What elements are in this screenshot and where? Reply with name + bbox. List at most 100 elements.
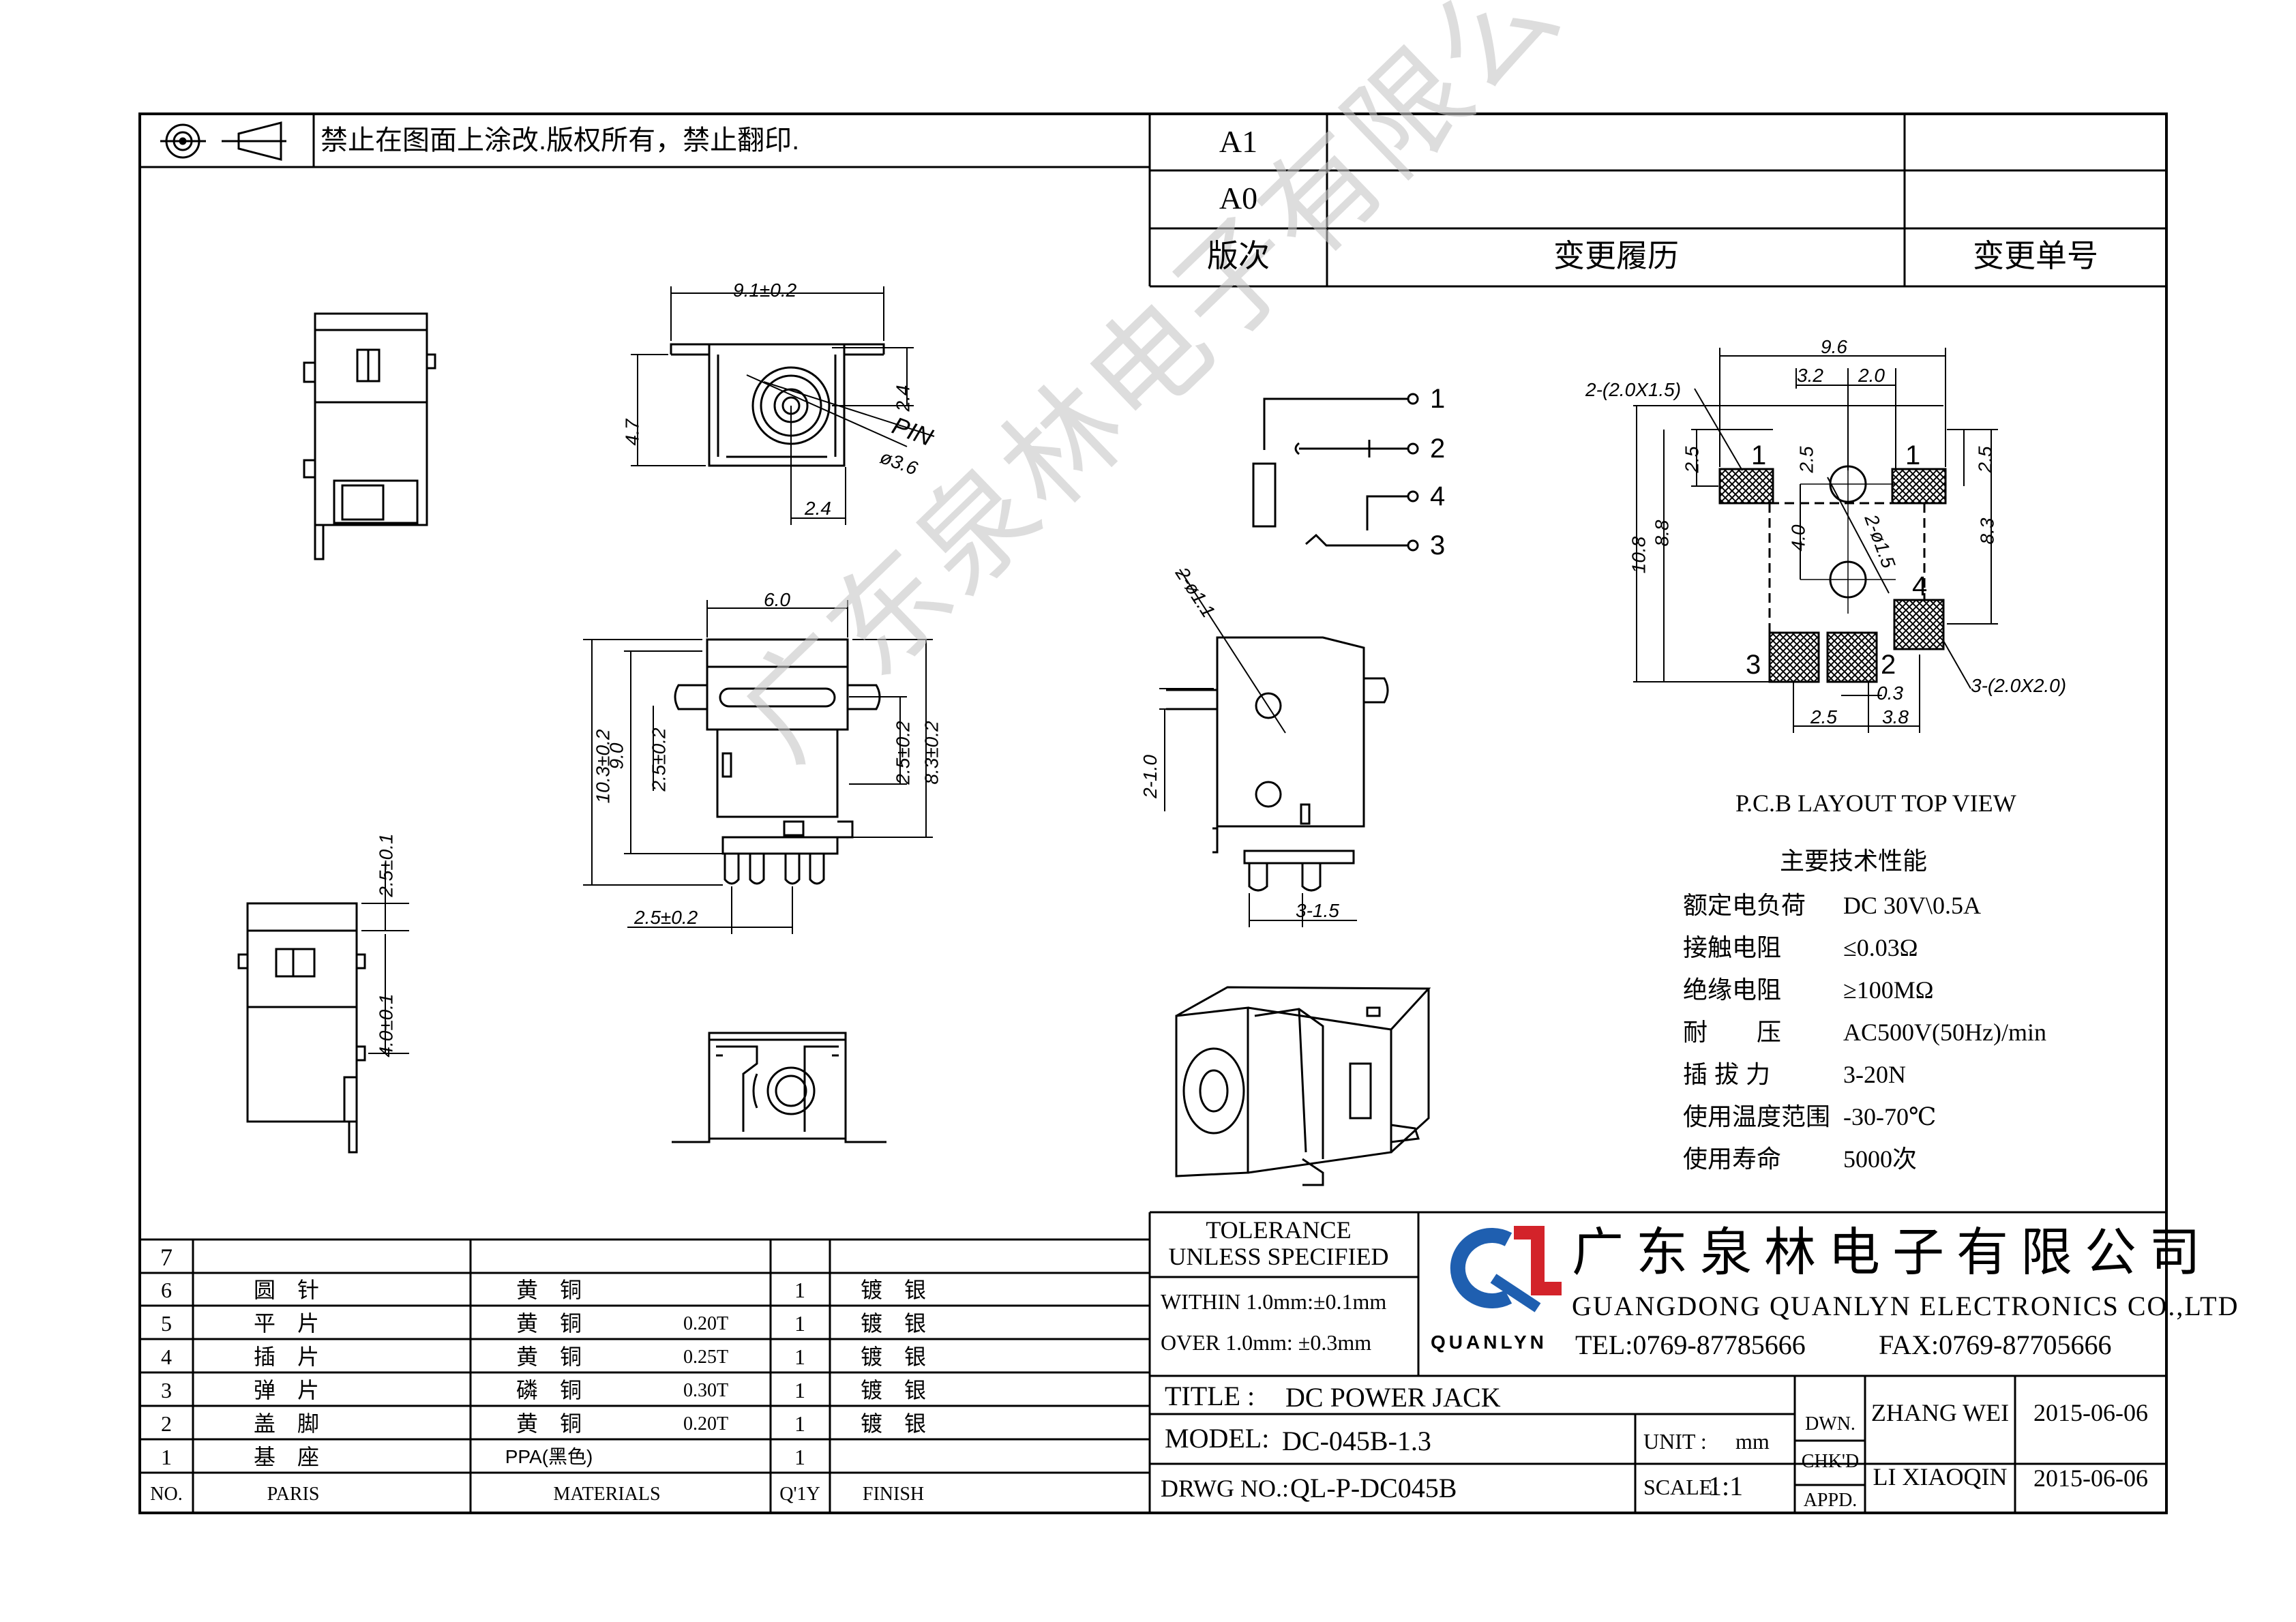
pcb-pad-3 — [1768, 631, 1820, 683]
revision-a1: A1 — [1219, 124, 1258, 159]
bom-material: 黄 铜 — [516, 1345, 582, 1369]
pcb-pad1-note: 2-(2.0X1.5) — [1585, 379, 1682, 400]
specs-title: 主要技术性能 — [1780, 847, 1928, 875]
pcb-dim-g: 0.3 — [1877, 682, 1903, 704]
pcb-dim-h2: 2.5 — [1795, 446, 1817, 473]
bom-header-materials: MATERIALS — [553, 1484, 661, 1505]
company-name-cn: 广东泉林电子有限公司 — [1572, 1225, 2213, 1282]
spec-key: 使用温度范围 — [1683, 1102, 1831, 1130]
dim-top-a: 2.4 — [892, 385, 914, 412]
bom-finish: 镀 银 — [860, 1278, 927, 1302]
model-value: DC-045B-1.3 — [1282, 1426, 1431, 1456]
tolerance-subtitle: UNLESS SPECIFIED — [1168, 1243, 1389, 1270]
dim-top-height: 4.7 — [621, 419, 643, 446]
pcb-dim-c1: 2.5 — [1810, 706, 1837, 727]
revision-header-history: 变更履历 — [1553, 238, 1679, 273]
bom-qty: 1 — [794, 1278, 805, 1302]
bom-qty: 1 — [794, 1311, 805, 1336]
pcb-label-2: 2 — [1881, 650, 1896, 680]
pcb-dim-h3: 8.8 — [1651, 520, 1673, 547]
chkd-label: CHK'D — [1801, 1451, 1860, 1472]
dwn-label: DWN. — [1805, 1413, 1855, 1435]
bom-part: 插 片 — [253, 1345, 320, 1369]
side-view-right — [1166, 636, 1389, 892]
tolerance-within: WITHIN 1.0mm:±0.1mm — [1161, 1289, 1387, 1314]
dim-left-a: 2.5±0.1 — [375, 833, 397, 897]
dim-mid-width: 6.0 — [764, 589, 790, 610]
spec-value: 5000次 — [1843, 1145, 1918, 1173]
bom-thickness: 0.30T — [683, 1380, 729, 1401]
dim-top-b: 2.4 — [805, 498, 831, 519]
dim-top-width: 9.1±0.2 — [733, 280, 797, 301]
company-name-en: GUANGDONG QUANLYN ELECTRONICS CO.,LTD — [1572, 1291, 2239, 1321]
bom-qty: 1 — [794, 1445, 805, 1469]
bom-material: 黄 铜 — [516, 1311, 582, 1336]
bom-thickness: 0.20T — [683, 1413, 729, 1435]
pcb-pad-1b — [1891, 468, 1947, 505]
spec-key: 插 拔 力 — [1683, 1060, 1771, 1088]
sheet-border — [138, 112, 2168, 1514]
pcb-label-1b: 1 — [1905, 440, 1921, 470]
bom-thickness: 0.25T — [683, 1347, 729, 1368]
dim-mid-r2: 8.3±0.2 — [921, 721, 942, 785]
spec-key: 绝缘电阻 — [1683, 976, 1782, 1004]
bom-table — [140, 1212, 1151, 1513]
revision-header-number: 变更单号 — [1973, 238, 2098, 273]
bom-no: 7 — [160, 1244, 173, 1271]
pcb-label-4: 4 — [1912, 571, 1928, 601]
bom-no: 1 — [161, 1445, 172, 1469]
pcb-dim-w: 9.6 — [1821, 336, 1847, 357]
drwg-label: DRWG NO.: — [1161, 1475, 1289, 1502]
bom-no: 2 — [161, 1411, 172, 1436]
pcb-dim-a: 3.2 — [1797, 365, 1823, 386]
schematic — [1252, 393, 1419, 552]
pcb-dim-h5: 4.0 — [1787, 524, 1809, 552]
pcb-pad-2 — [1826, 631, 1878, 683]
schematic-pin-3: 3 — [1430, 530, 1446, 560]
pcb-dim-h7: 2.5 — [1974, 446, 1996, 473]
dim-mid-h3: 2.5±0.2 — [648, 727, 670, 792]
pcb-dim-b: 2.0 — [1858, 365, 1885, 386]
side-view-upper — [303, 312, 436, 560]
bom-part: 弹 片 — [253, 1378, 320, 1402]
side-view-lower-dims — [361, 862, 409, 1054]
front-view-top-dims — [631, 286, 935, 525]
copyright-notice: 禁止在图面上涂改.版权所有，禁止翻印. — [320, 125, 800, 155]
pcb-dim-h6: 8.3 — [1976, 517, 1998, 545]
bom-no: 5 — [161, 1311, 172, 1336]
model-label: MODEL: — [1165, 1423, 1270, 1454]
bom-header-finish: FINISH — [862, 1484, 925, 1505]
dim-side-w: 3-1.5 — [1296, 900, 1339, 921]
title-block — [1150, 1211, 2166, 1513]
bom-no: 4 — [161, 1345, 172, 1369]
side-view-lower — [237, 902, 366, 1154]
bom-part: 基 座 — [253, 1445, 320, 1469]
dim-mid-r1: 2.5±0.2 — [892, 721, 914, 785]
dim-left-b: 4.0±0.1 — [375, 993, 397, 1057]
dwn-name: ZHANG WEI — [1870, 1399, 2010, 1426]
bom-part: 圆 针 — [253, 1278, 320, 1302]
company-tel: TEL:0769-87785666 — [1575, 1330, 1806, 1360]
scale-label: SCALE: — [1643, 1475, 1719, 1499]
pcb-layout — [1633, 348, 1998, 733]
tolerance-title: TOLERANCE — [1206, 1216, 1352, 1244]
dwn-date: 2015-06-06 — [2033, 1399, 2148, 1426]
pcb-dim-h4: 10.8 — [1628, 536, 1650, 574]
schematic-pin-1: 1 — [1430, 384, 1446, 414]
bom-part: 盖 脚 — [253, 1411, 320, 1436]
dim-mid-bottom: 2.5±0.2 — [634, 907, 698, 928]
pcb-pad-4 — [1893, 599, 1945, 650]
bom-no: 3 — [161, 1378, 172, 1402]
scale-value: 1:1 — [1708, 1471, 1744, 1501]
drwg-value: QL-P-DC045B — [1290, 1473, 1457, 1503]
bom-header-no: NO. — [150, 1484, 183, 1505]
bottom-view — [672, 1032, 886, 1143]
appd-label: APPD. — [1803, 1490, 1858, 1511]
dim-side-h: 2-1.0 — [1139, 755, 1161, 798]
company-fax: FAX:0769-87705666 — [1879, 1330, 2112, 1360]
bom-material: 黄 铜 — [516, 1411, 582, 1436]
spec-key: 额定电负荷 — [1683, 891, 1806, 919]
bom-material: 黄 铜 — [516, 1278, 582, 1302]
pcb-dim-h1: 2.5 — [1681, 446, 1703, 473]
